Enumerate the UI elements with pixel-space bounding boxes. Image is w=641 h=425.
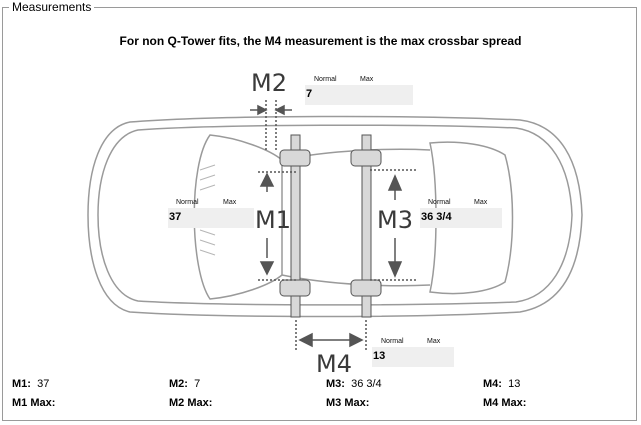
summary-m1-label: M1: [12,378,31,390]
m2-value-field[interactable]: 7 [305,85,413,105]
m4-value: 13 [373,350,386,362]
summary-m1-max-label: M1 Max: [12,397,56,409]
summary-m4-label: M4: [483,378,502,390]
m1-value: 37 [169,211,182,223]
rear-crossbar [350,134,382,318]
m3-value: 36 3/4 [421,211,452,223]
summary-m2-max-label: M2 Max: [169,397,213,409]
m4-max-caption: Max [427,338,441,345]
summary-m1-max: M1 Max: [12,397,58,409]
m1-max-caption: Max [223,199,237,206]
m3-label: M3 [377,206,413,234]
summary-m2-label: M2: [169,378,188,390]
summary-m1-value: 37 [37,378,50,390]
summary-m4-max-label: M4 Max: [483,397,527,409]
m3-arrows [370,169,416,281]
summary-m4: M4: 13 [483,378,520,390]
m2-value: 7 [306,88,313,100]
measurements-legend: Measurements [9,0,95,14]
m3-value-field[interactable]: 36 3/4 [420,208,502,228]
summary-m3-max: M3 Max: [326,397,372,409]
summary-m4-max: M4 Max: [483,397,529,409]
m4-normal-caption: Normal [381,338,404,345]
m2-arrows [250,100,292,150]
summary-m2: M2: 7 [169,378,200,390]
m1-label: M1 [255,206,291,234]
m4-arrows [295,320,367,352]
m1-value-field[interactable]: 37 [168,208,254,228]
m2-normal-caption: Normal [314,76,337,83]
summary-m3: M3: 36 3/4 [326,378,382,390]
summary-m3-label: M3: [326,378,345,390]
m4-value-field[interactable]: 13 [372,347,454,367]
summary-m4-value: 13 [508,378,521,390]
m4-label: M4 [316,350,352,378]
m2-label: M2 [251,69,287,97]
m3-max-caption: Max [474,199,488,206]
summary-m3-max-label: M3 Max: [326,397,370,409]
summary-m1: M1: 37 [12,378,49,390]
summary-m2-value: 7 [194,378,201,390]
summary-m2-max: M2 Max: [169,397,215,409]
m3-normal-caption: Normal [428,199,451,206]
m1-arrows [258,171,298,281]
mirror-hatch [199,164,216,256]
measurements-fieldset [2,7,637,421]
summary-m3-value: 36 3/4 [351,378,382,390]
crossbar-note: For non Q-Tower fits, the M4 measurement… [119,34,522,48]
front-crossbar [279,134,311,318]
car-outline [87,115,583,318]
m2-max-caption: Max [360,76,374,83]
m1-normal-caption: Normal [176,199,199,206]
